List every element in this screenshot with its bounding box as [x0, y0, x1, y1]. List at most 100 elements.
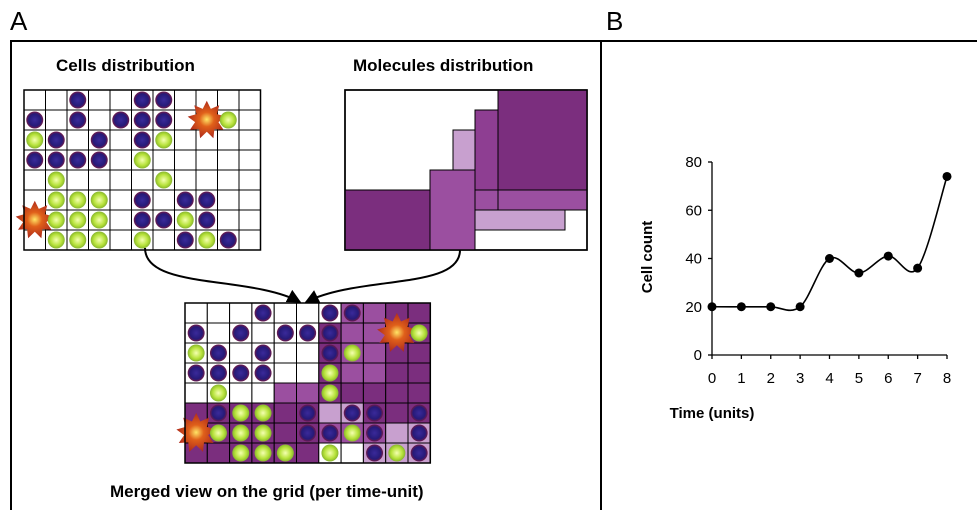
- x-tick-label: 2: [767, 370, 775, 387]
- dark-cell: [90, 131, 108, 149]
- light-cell: [187, 344, 205, 362]
- x-tick-label: 3: [796, 370, 804, 387]
- grid-cell: [273, 302, 298, 324]
- light-cell: [47, 171, 65, 189]
- grid-cell: [238, 149, 261, 171]
- y-tick-label: 0: [694, 347, 702, 364]
- dark-cell: [254, 304, 272, 322]
- grid-cell: [340, 362, 364, 384]
- molecules-grid: [344, 89, 588, 251]
- dark-cell: [90, 151, 108, 169]
- light-cell: [254, 444, 272, 462]
- dark-cell: [321, 304, 339, 322]
- light-cell: [69, 231, 87, 249]
- grid-cell: [23, 169, 46, 191]
- dark-cell: [321, 424, 339, 442]
- grid-cell: [109, 169, 132, 191]
- light-cell: [155, 171, 173, 189]
- molecules-distribution-title: Molecules distribution: [353, 56, 534, 75]
- light-cell: [410, 324, 428, 342]
- dark-cell: [209, 404, 227, 422]
- x-tick-label: 1: [737, 370, 745, 387]
- data-point: [942, 171, 952, 181]
- grid-cell: [238, 89, 261, 111]
- grid-cell: [174, 169, 197, 191]
- grid-cell: [296, 302, 320, 324]
- grid-cell: [362, 302, 387, 324]
- grid-cell: [88, 109, 111, 131]
- grid-cell: [206, 442, 231, 464]
- x-tick-label: 8: [943, 370, 951, 387]
- dark-cell: [198, 211, 216, 229]
- dark-cell: [187, 324, 205, 342]
- light-cell: [343, 344, 361, 362]
- grid-cell: [217, 89, 240, 111]
- dark-cell: [209, 364, 227, 382]
- light-cell: [219, 111, 237, 129]
- dark-cell: [69, 91, 87, 109]
- dark-cell: [254, 364, 272, 382]
- grid-cell: [296, 442, 320, 464]
- dark-cell: [209, 344, 227, 362]
- light-cell: [155, 131, 173, 149]
- grid-cell: [296, 382, 320, 404]
- grid-cell: [184, 382, 208, 404]
- dark-cell: [299, 424, 317, 442]
- grid-cell: [66, 169, 89, 191]
- grid-cell: [273, 402, 298, 424]
- dark-cell: [133, 191, 151, 209]
- grid-cell: [229, 382, 253, 404]
- grid-cell: [131, 169, 154, 191]
- grid-cell: [23, 89, 46, 111]
- merge-arrows: [144, 247, 461, 303]
- molecule-block: [429, 169, 476, 251]
- dark-cell: [276, 324, 294, 342]
- grid-cell: [273, 422, 298, 444]
- light-cell: [47, 211, 65, 229]
- x-tick-label: 7: [913, 370, 921, 387]
- light-cell: [232, 424, 250, 442]
- data-point: [795, 302, 805, 312]
- y-tick-label: 80: [685, 154, 702, 171]
- light-cell: [198, 231, 216, 249]
- grid-cell: [109, 89, 132, 111]
- molecule-block: [344, 189, 431, 251]
- data-point: [883, 251, 893, 261]
- x-tick-label: 0: [708, 370, 716, 387]
- grid-cell: [362, 342, 387, 364]
- light-cell: [47, 231, 65, 249]
- dark-cell: [47, 151, 65, 169]
- grid-cell: [362, 362, 387, 384]
- left-border: [10, 40, 12, 510]
- molecule-block: [497, 189, 588, 211]
- dark-cell: [410, 444, 428, 462]
- grid-cell: [385, 382, 409, 404]
- cells-distribution-title: Cells distribution: [56, 56, 195, 75]
- dark-cell: [343, 304, 361, 322]
- grid-cell: [217, 149, 240, 171]
- data-point: [766, 302, 776, 312]
- light-cell: [90, 231, 108, 249]
- dark-cell: [133, 111, 151, 129]
- grid-cell: [109, 209, 132, 231]
- dark-cell: [232, 364, 250, 382]
- grid-cell: [109, 229, 132, 251]
- grid-cell: [273, 342, 298, 364]
- panel-label-a: A: [10, 6, 28, 36]
- grid-cell: [45, 109, 68, 131]
- molecule-block: [474, 209, 566, 231]
- grid-cell: [174, 149, 197, 171]
- grid-cell: [229, 342, 253, 364]
- data-point: [913, 263, 923, 273]
- light-cell: [254, 404, 272, 422]
- star-cell: [15, 200, 54, 239]
- dark-cell: [299, 324, 317, 342]
- dark-cell: [187, 364, 205, 382]
- grid-cell: [251, 322, 275, 344]
- y-tick-label: 40: [685, 251, 702, 268]
- data-point: [825, 254, 834, 263]
- dark-cell: [155, 211, 173, 229]
- grid-cell: [340, 382, 364, 404]
